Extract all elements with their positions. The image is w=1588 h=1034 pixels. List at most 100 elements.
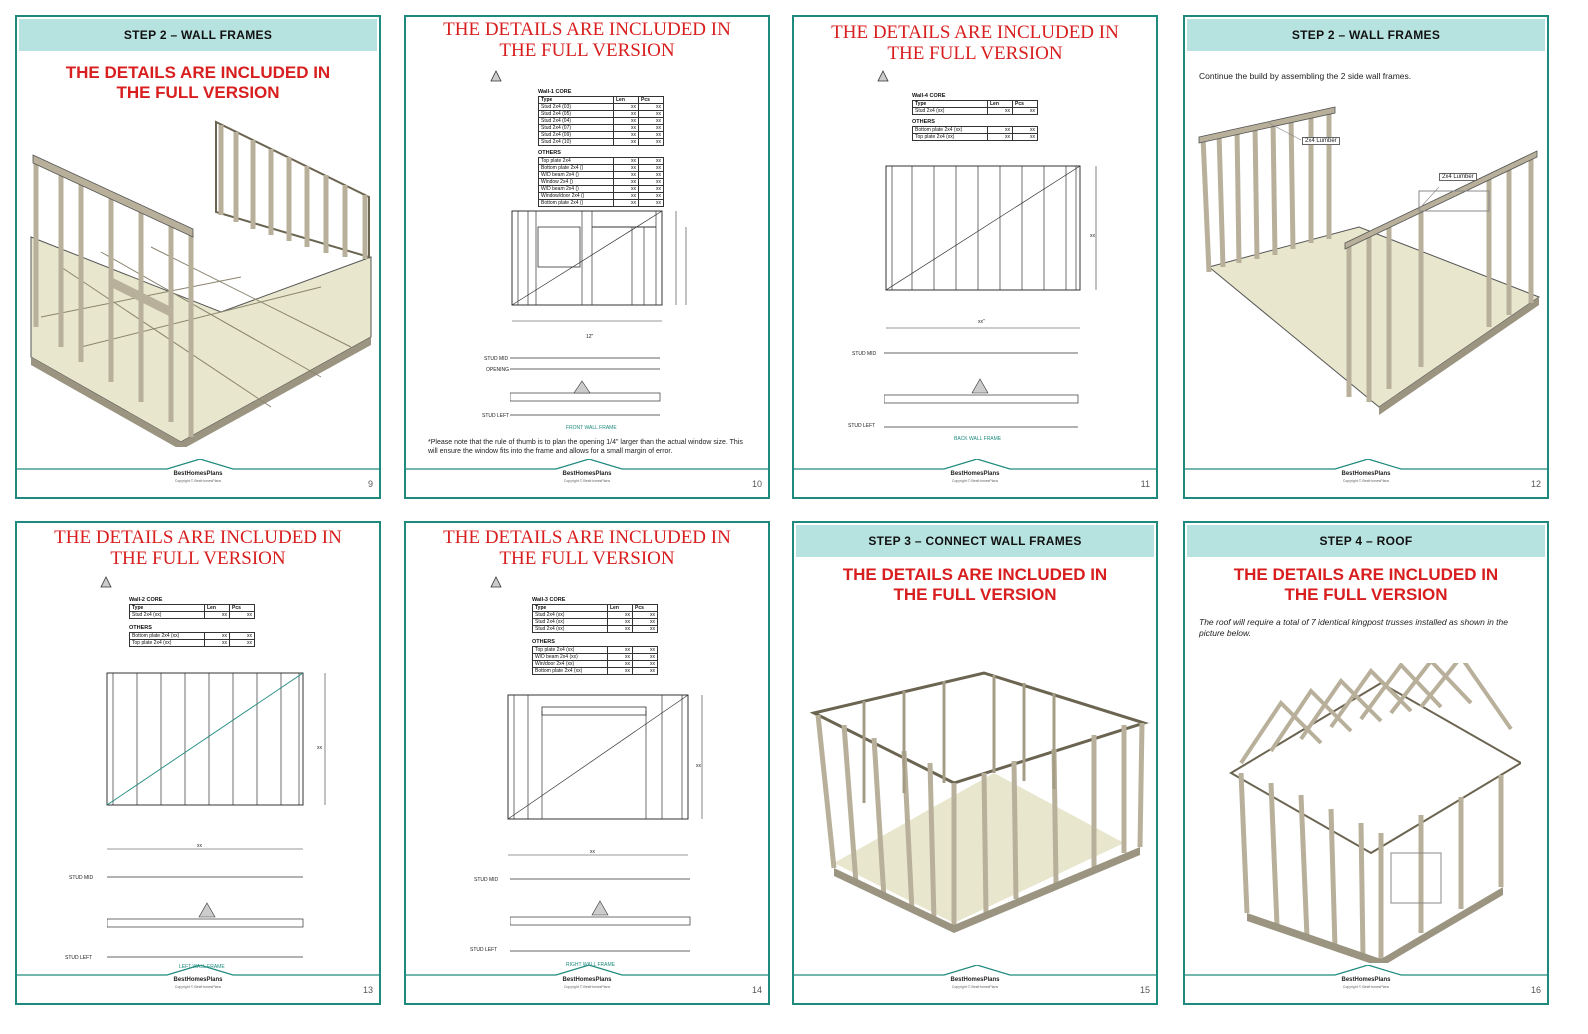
side-dimension-label: xx bbox=[696, 763, 701, 769]
dimension-label: xx" bbox=[978, 319, 985, 325]
page-header: STEP 4 – ROOF bbox=[1187, 525, 1545, 557]
step-description: The roof will require a total of 7 ident… bbox=[1199, 617, 1508, 638]
stud-mid-label: STUD MID bbox=[852, 351, 877, 357]
table-cell: Bottom plate 2x4 (xx) bbox=[912, 126, 988, 134]
page-number: 13 bbox=[362, 985, 373, 995]
others-title: OTHERS bbox=[129, 625, 152, 631]
front-wall-frame-drawing bbox=[506, 207, 696, 342]
connected-wall-frames-3d-illustration bbox=[804, 663, 1150, 988]
full-version-notice: THE DETAILS ARE INCLUDED IN THE FULL VER… bbox=[54, 527, 342, 569]
page-13: THE DETAILS ARE INCLUDED IN THE FULL VER… bbox=[15, 521, 381, 1005]
table-cell: xx bbox=[613, 110, 639, 118]
stud-layout-lines bbox=[883, 347, 1084, 442]
others-title: OTHERS bbox=[538, 150, 561, 156]
brand-name: BestHomesPlans bbox=[950, 471, 1000, 477]
table-cell: xx bbox=[632, 653, 658, 661]
table-cell: xx bbox=[607, 611, 633, 619]
page-14: THE DETAILS ARE INCLUDED IN THE FULL VER… bbox=[404, 521, 770, 1005]
table-cell: xx bbox=[638, 110, 664, 118]
table-cell: xx bbox=[613, 138, 639, 146]
table-cell: xx bbox=[204, 632, 230, 640]
others-title: OTHERS bbox=[912, 119, 935, 125]
table-cell: xx bbox=[613, 131, 639, 139]
table-header-cell: Type bbox=[538, 96, 614, 104]
table-cell: Window 2x4 () bbox=[538, 178, 614, 186]
compass-icon bbox=[490, 575, 502, 593]
brand-name: BestHomesPlans bbox=[562, 977, 612, 983]
page-number: 9 bbox=[367, 479, 373, 489]
copyright: Copyright © BestHomesPlans bbox=[951, 985, 999, 989]
table-cell: xx bbox=[632, 611, 658, 619]
page-footer: BestHomesPlans Copyright © BestHomesPlan… bbox=[406, 459, 768, 497]
table-cell: xx bbox=[638, 117, 664, 125]
page-16: STEP 4 – ROOF THE DETAILS ARE INCLUDED I… bbox=[1183, 521, 1549, 1005]
table-cell: xx bbox=[987, 126, 1013, 134]
page-9: STEP 2 – WALL FRAMES THE DETAILS ARE INC… bbox=[15, 15, 381, 499]
page-10: THE DETAILS ARE INCLUDED IN THE FULL VER… bbox=[404, 15, 770, 499]
page-footer: BestHomesPlans Copyright © BestHomesPlan… bbox=[406, 965, 768, 1003]
table-cell: xx bbox=[638, 164, 664, 172]
table-cell: Stud 2x4 (05) bbox=[538, 110, 614, 118]
table-cell: xx bbox=[638, 131, 664, 139]
table-cell: W/D beam 2x4 (xx) bbox=[532, 653, 608, 661]
page-footer: BestHomesPlans Copyright © BestHomesPlan… bbox=[794, 459, 1156, 497]
table-cell: xx bbox=[229, 639, 255, 647]
table-cell: xx bbox=[638, 185, 664, 193]
stud-left-label: STUD LEFT bbox=[848, 423, 876, 429]
page-footer: BestHomesPlans Copyright © BestHomesPlan… bbox=[794, 965, 1156, 1003]
stud-layout-lines bbox=[509, 873, 710, 964]
table-cell: xx bbox=[638, 199, 664, 207]
brand-name: BestHomesPlans bbox=[1341, 977, 1391, 983]
opening-note: *Please note that the rule of thumb is t… bbox=[428, 439, 743, 455]
page-number: 11 bbox=[1140, 479, 1150, 489]
table-cell: Stud 2x4 (xx) bbox=[532, 611, 608, 619]
table-cell: Top plate 2x4 (xx) bbox=[129, 639, 205, 647]
table-cell: xx bbox=[229, 632, 255, 640]
table-cell: Bottom plate 2x4 (xx) bbox=[532, 667, 608, 675]
page-header: STEP 2 – WALL FRAMES bbox=[19, 19, 377, 51]
table-cell: Win/door 2x4 (xx) bbox=[532, 660, 608, 668]
table-cell: Window/door 2x4 () bbox=[538, 192, 614, 200]
full-version-notice: THE DETAILS ARE INCLUDED IN THE FULL VER… bbox=[831, 22, 1119, 64]
table-cell: Stud 2x4 (10) bbox=[538, 138, 614, 146]
table-cell: Stud 2x4 (07) bbox=[538, 124, 614, 132]
copyright: Copyright © BestHomesPlans bbox=[951, 479, 999, 483]
table-header-cell: Pcs bbox=[638, 96, 664, 104]
page-number: 16 bbox=[1530, 985, 1541, 995]
stud-left-label: STUD LEFT bbox=[482, 413, 510, 419]
table-cell: xx bbox=[613, 178, 639, 186]
others-title: OTHERS bbox=[532, 639, 555, 645]
dimension-label: xx bbox=[590, 849, 595, 855]
table-cell: xx bbox=[632, 625, 658, 633]
page-number: 14 bbox=[751, 985, 762, 995]
page-header: STEP 3 – CONNECT WALL FRAMES bbox=[796, 525, 1154, 557]
page-12: STEP 2 – WALL FRAMES Continue the build … bbox=[1183, 15, 1549, 499]
copyright: Copyright © BestHomesPlans bbox=[174, 985, 222, 989]
table-cell: xx bbox=[613, 192, 639, 200]
page-footer: BestHomesPlans Copyright © BestHomesPlan… bbox=[17, 965, 379, 1003]
full-version-notice: THE DETAILS ARE INCLUDED IN THE FULL VER… bbox=[842, 565, 1108, 604]
table-cell: Top plate 2x4 (xx) bbox=[912, 133, 988, 141]
table-cell: xx bbox=[638, 171, 664, 179]
